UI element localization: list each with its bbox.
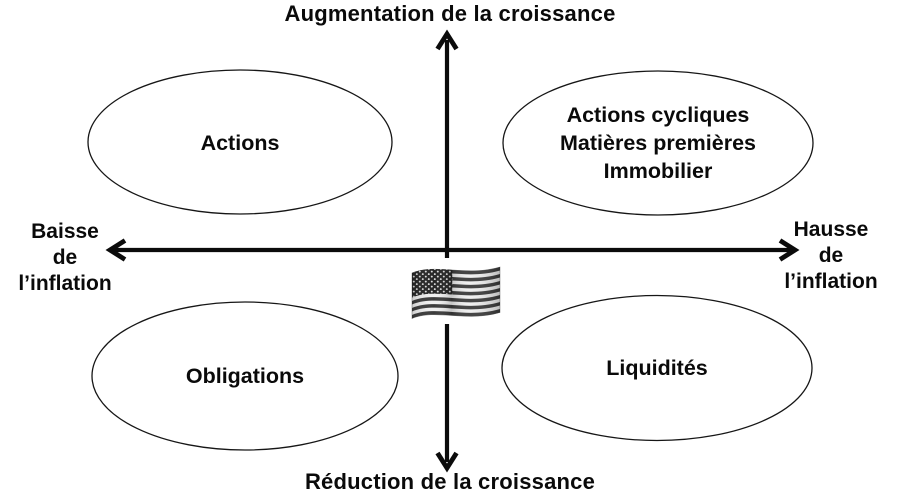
arrow-up-icon — [435, 29, 459, 51]
obligations-label: Obligations — [92, 302, 398, 450]
label-line: Baisse — [31, 220, 99, 243]
axis-label-growth-up: Augmentation de la croissance — [284, 1, 616, 26]
label-line: l’inflation — [784, 270, 878, 293]
arrow-right-icon — [778, 238, 800, 262]
label-line: Hausse — [793, 218, 869, 241]
inflation-axis — [105, 238, 800, 262]
label-line: Actions — [200, 130, 280, 155]
us-flag-icon — [398, 258, 504, 324]
liquidites-label: Liquidités — [502, 295, 812, 441]
arrow-left-icon — [105, 238, 127, 262]
axis-label-growth-down: Réduction de la croissance — [304, 469, 596, 494]
axis-label-inflation-down: Baisse de l’inflation — [0, 219, 130, 297]
actions-label: Actions — [88, 70, 392, 215]
arrow-down-icon — [435, 451, 459, 473]
label-line: de — [818, 244, 844, 267]
cyclical-assets-label: Actions cycliques Matières premières Imm… — [503, 71, 813, 215]
label-line: Obligations — [185, 364, 305, 388]
axis-label-inflation-up: Hausse de l’inflation — [762, 217, 900, 295]
quadrant-ellipses — [87, 69, 814, 451]
label-line: Liquidités — [606, 356, 708, 380]
actions-ellipse — [87, 69, 393, 215]
liquidites-ellipse — [501, 294, 813, 442]
label-line: Matières premières — [560, 131, 756, 155]
label-line: Immobilier — [603, 159, 713, 183]
obligations-ellipse — [91, 301, 399, 451]
label-line: de — [52, 246, 78, 269]
cyclical-assets-ellipse — [502, 70, 814, 216]
label-line: Actions cycliques — [566, 103, 750, 127]
label-line: l’inflation — [18, 272, 112, 295]
